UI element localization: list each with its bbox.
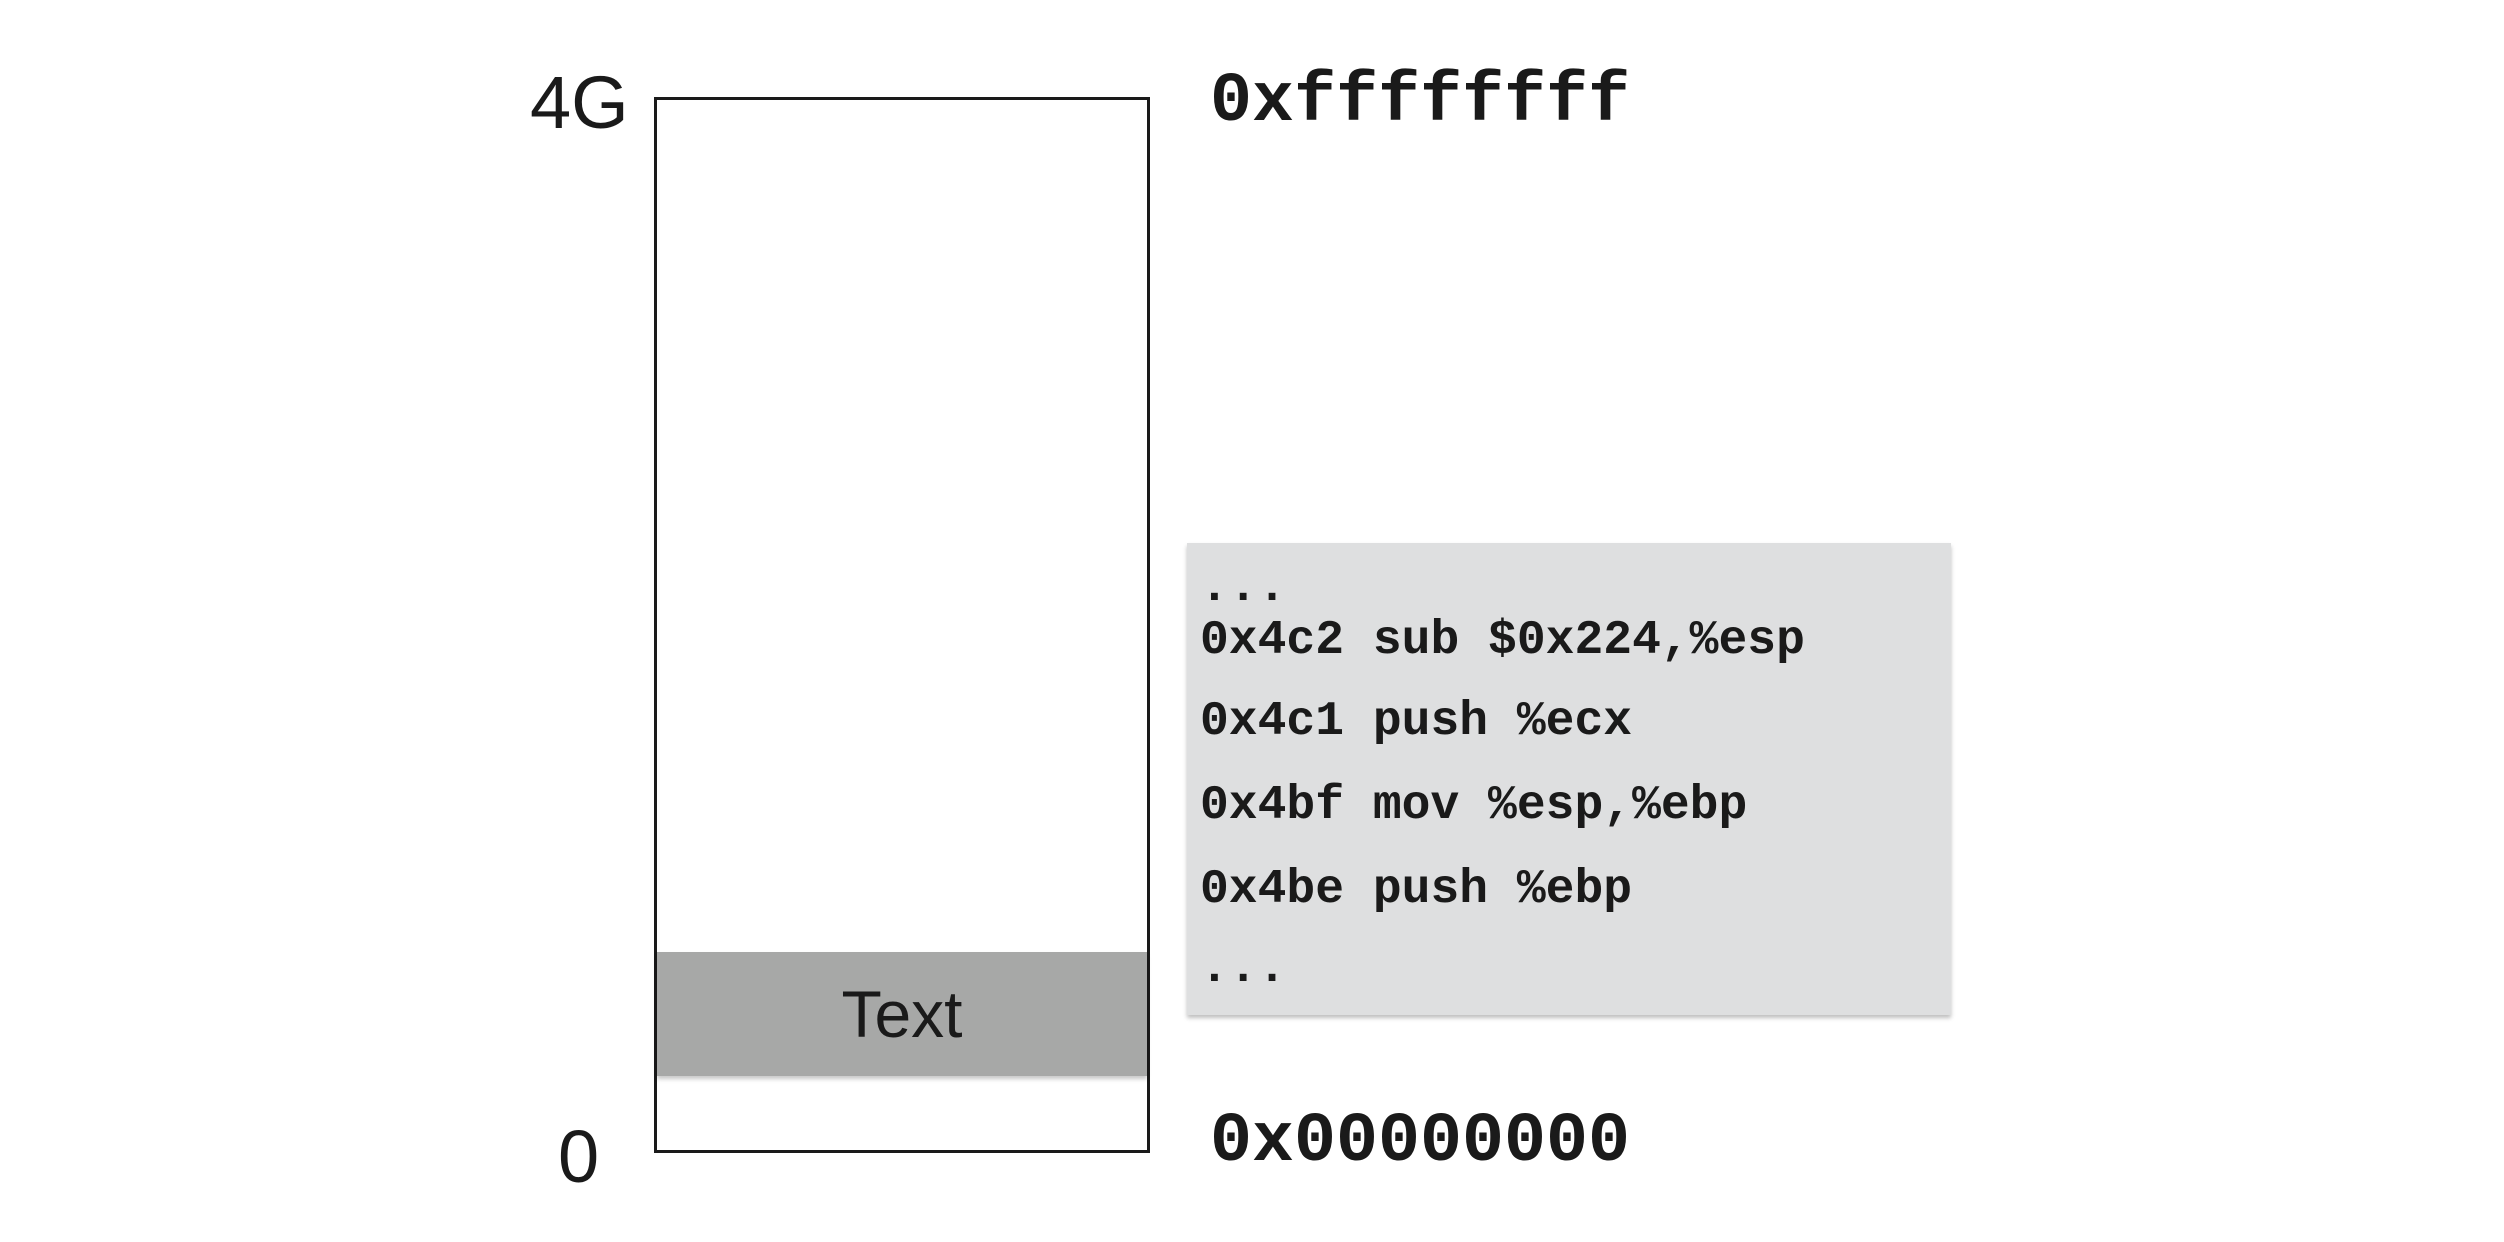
- code-line-ellipsis-top: ...: [1200, 561, 1287, 615]
- code-line-sub: 0x4c2 sub $0x224,%esp: [1200, 614, 1805, 668]
- code-line-push-ebp: 0x4be push %ebp: [1200, 863, 1633, 917]
- size-label-zero: 0: [558, 1115, 600, 1198]
- code-line-ellipsis-bottom: ...: [1200, 942, 1287, 996]
- code-line-mov: 0x4bf mov %esp,%ebp: [1200, 779, 1748, 833]
- size-label-4g: 4G: [530, 61, 629, 144]
- text-segment: Text: [657, 952, 1147, 1076]
- top-address-label: 0xffffffff: [1210, 63, 1631, 142]
- address-space-box: [654, 97, 1150, 1153]
- bottom-address-label: 0x00000000: [1210, 1103, 1631, 1182]
- code-listing-box: [1187, 543, 1951, 1015]
- text-segment-label: Text: [841, 977, 963, 1051]
- code-line-push-ecx: 0x4c1 push %ecx: [1200, 695, 1633, 749]
